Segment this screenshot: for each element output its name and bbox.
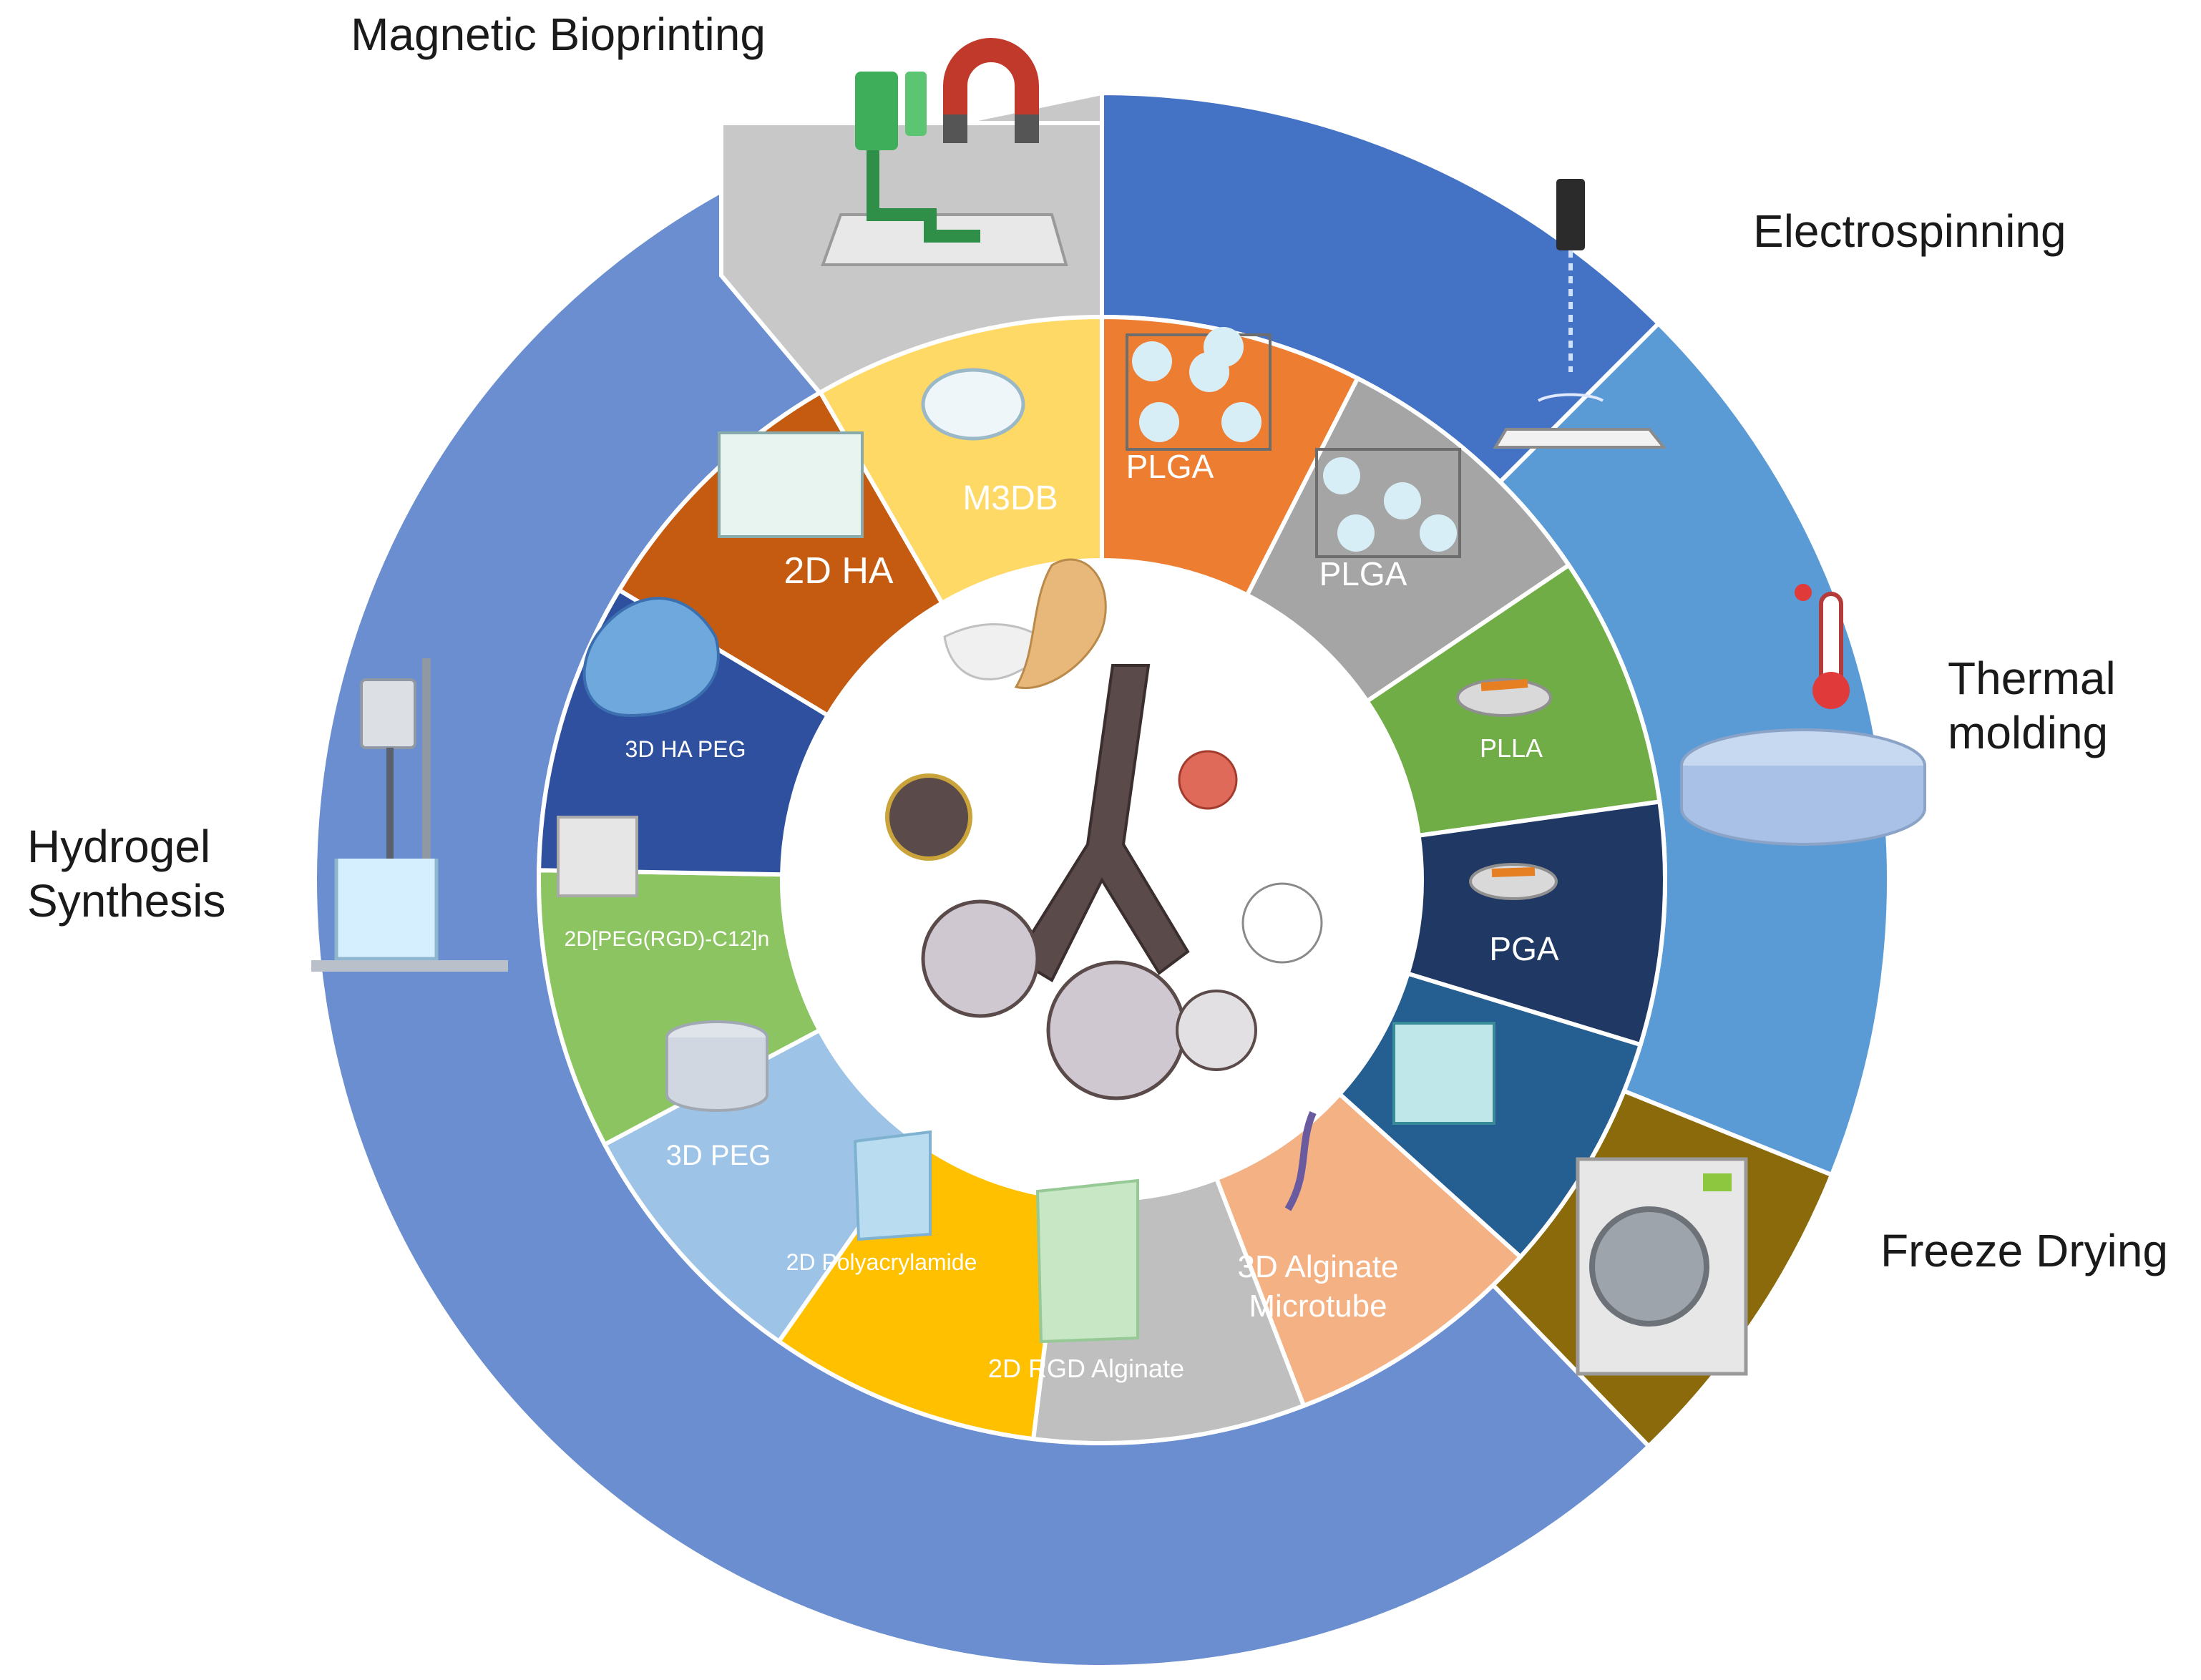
magnetic-bioprinter-icon [821,38,1068,266]
inner-label-line: 2D Polyacrylamide [786,1249,977,1275]
outer-label-line: Synthesis [27,875,225,927]
inner-label-plga1: PLGA [1126,448,1214,485]
icons-layer [311,38,1926,1376]
inner-label-line: PGA [1489,930,1558,967]
thermal-mold-icon [1680,584,1926,846]
inner-label-plla: PLLA [1480,733,1543,763]
pga-disc-icon [1469,863,1558,900]
porous-foam-cube-icon [1392,1022,1495,1125]
outer-ring [312,90,1891,1669]
inner-label-line: 3D HA PEG [625,736,746,762]
inner-label-pegrgd: 2D[PEG(RGD)-C12]n [565,927,770,951]
outer-label-electro: Electrospinning [1753,205,2066,257]
inner-label-line: PLGA [1319,555,1407,592]
microtube-icon [1284,1110,1317,1211]
polyacrylamide-film-icon [853,1130,932,1241]
outer-label-line: Thermal [1948,653,2116,704]
plga-scaffold-icon [1315,448,1461,558]
outer-label-line: Freeze Drying [1880,1225,2168,1276]
inner-label-line: PLLA [1480,733,1543,763]
ha-mesh-icon [718,431,864,538]
inner-label-ha2d: 2D HA [784,550,893,592]
peg-film-icon [557,816,638,897]
outer-label-line: Hydrogel [27,821,210,872]
plga-scaffold-icon [1126,327,1272,451]
inner-label-rgdalg: 2D RGD Alginate [988,1354,1184,1383]
inner-ring [537,314,1667,1445]
freeze-dryer-icon [1576,1157,1748,1376]
ha-peg-network-icon [582,597,720,718]
inner-label-polyac: 2D Polyacrylamide [786,1249,977,1275]
plla-disc-icon [1456,678,1552,717]
petri-dish-icon [921,368,1025,441]
inner-label-hapeg: 3D HA PEG [625,736,746,762]
inner-label-line: 2D[PEG(RGD)-C12]n [565,927,770,951]
inner-label-m3db: M3DB [962,479,1058,517]
inner-label-pga: PGA [1489,930,1558,967]
inner-label-line: 3D Alginate [1237,1249,1398,1284]
inner-label-line: 2D RGD Alginate [988,1354,1184,1383]
electrospinning-icon [1493,179,1667,449]
overhead-stirrer-icon [311,658,508,972]
inner-label-line: M3DB [962,479,1058,517]
inner-label-line: PLGA [1126,448,1214,485]
alginate-film-icon [1035,1178,1139,1344]
inner-label-line: 3D PEG [666,1140,771,1171]
inner-label-peg3d: 3D PEG [666,1140,771,1171]
outer-label-line: molding [1948,707,2108,758]
outer-label-line: Electrospinning [1753,205,2066,257]
outer-label-line: Magnetic Bioprinting [351,9,766,60]
lung-airway-alveoli-icon [885,558,1323,1100]
inner-label-plga2: PLGA [1319,555,1407,592]
peg-cylinder-icon [665,1020,768,1112]
inner-label-line: Microtube [1249,1289,1387,1324]
outer-label-freeze: Freeze Drying [1880,1225,2168,1276]
outer-label-magnetic: Magnetic Bioprinting [351,9,766,60]
outer-labels: Magnetic BioprintingElectrospinningTherm… [27,9,2168,1276]
inner-label-line: 2D HA [784,550,893,592]
